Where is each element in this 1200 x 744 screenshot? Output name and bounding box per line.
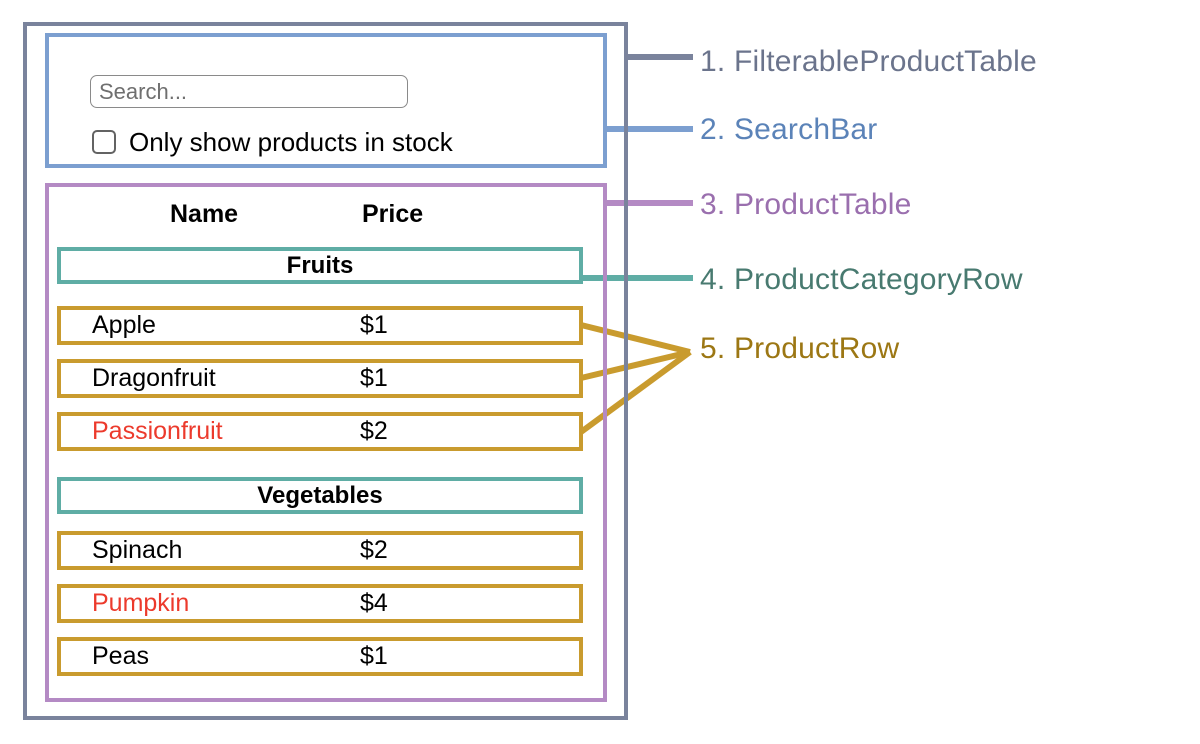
legend-item-product-table: 3. ProductTable	[700, 188, 912, 221]
product-category-label: Vegetables	[257, 482, 383, 509]
product-name: Peas	[92, 642, 149, 670]
product-name-out-of-stock: Pumpkin	[92, 589, 190, 617]
legend-item-product-category-row: 4. ProductCategoryRow	[700, 263, 1023, 296]
product-category-label: Fruits	[286, 252, 354, 279]
product-row: Spinach $2	[57, 531, 583, 570]
legend-item-filterable-product-table: 1. FilterableProductTable	[700, 45, 1037, 78]
table-header-row: Name Price	[57, 195, 583, 233]
product-name-out-of-stock: Passionfruit	[92, 417, 223, 445]
product-name: Apple	[92, 311, 156, 339]
product-row: Passionfruit $2	[57, 412, 583, 451]
product-category-row: Vegetables	[57, 477, 583, 514]
product-category-row: Fruits	[57, 247, 583, 284]
legend-item-search-bar: 2. SearchBar	[700, 113, 878, 146]
column-header-price: Price	[362, 200, 424, 228]
product-row: Pumpkin $4	[57, 584, 583, 623]
product-price: $1	[360, 642, 388, 670]
product-row: Peas $1	[57, 637, 583, 676]
column-header-name: Name	[170, 200, 239, 228]
search-bar-frame	[45, 33, 607, 168]
product-row: Dragonfruit $1	[57, 359, 583, 398]
product-price: $2	[360, 536, 388, 564]
search-input[interactable]: Search...	[90, 75, 408, 108]
product-price: $4	[360, 589, 388, 617]
product-name: Spinach	[92, 536, 183, 564]
filterable-product-table-frame	[23, 22, 628, 720]
stock-filter-label: Only show products in stock	[129, 126, 453, 157]
stock-filter-row[interactable]: Only show products in stock	[92, 124, 453, 160]
stock-filter-checkbox[interactable]	[92, 130, 116, 154]
product-price: $1	[360, 364, 388, 392]
product-price: $2	[360, 417, 388, 445]
product-table-frame	[45, 183, 607, 702]
legend-item-product-row: 5. ProductRow	[700, 332, 900, 365]
product-name: Dragonfruit	[92, 364, 216, 392]
product-price: $1	[360, 311, 388, 339]
product-row: Apple $1	[57, 306, 583, 345]
